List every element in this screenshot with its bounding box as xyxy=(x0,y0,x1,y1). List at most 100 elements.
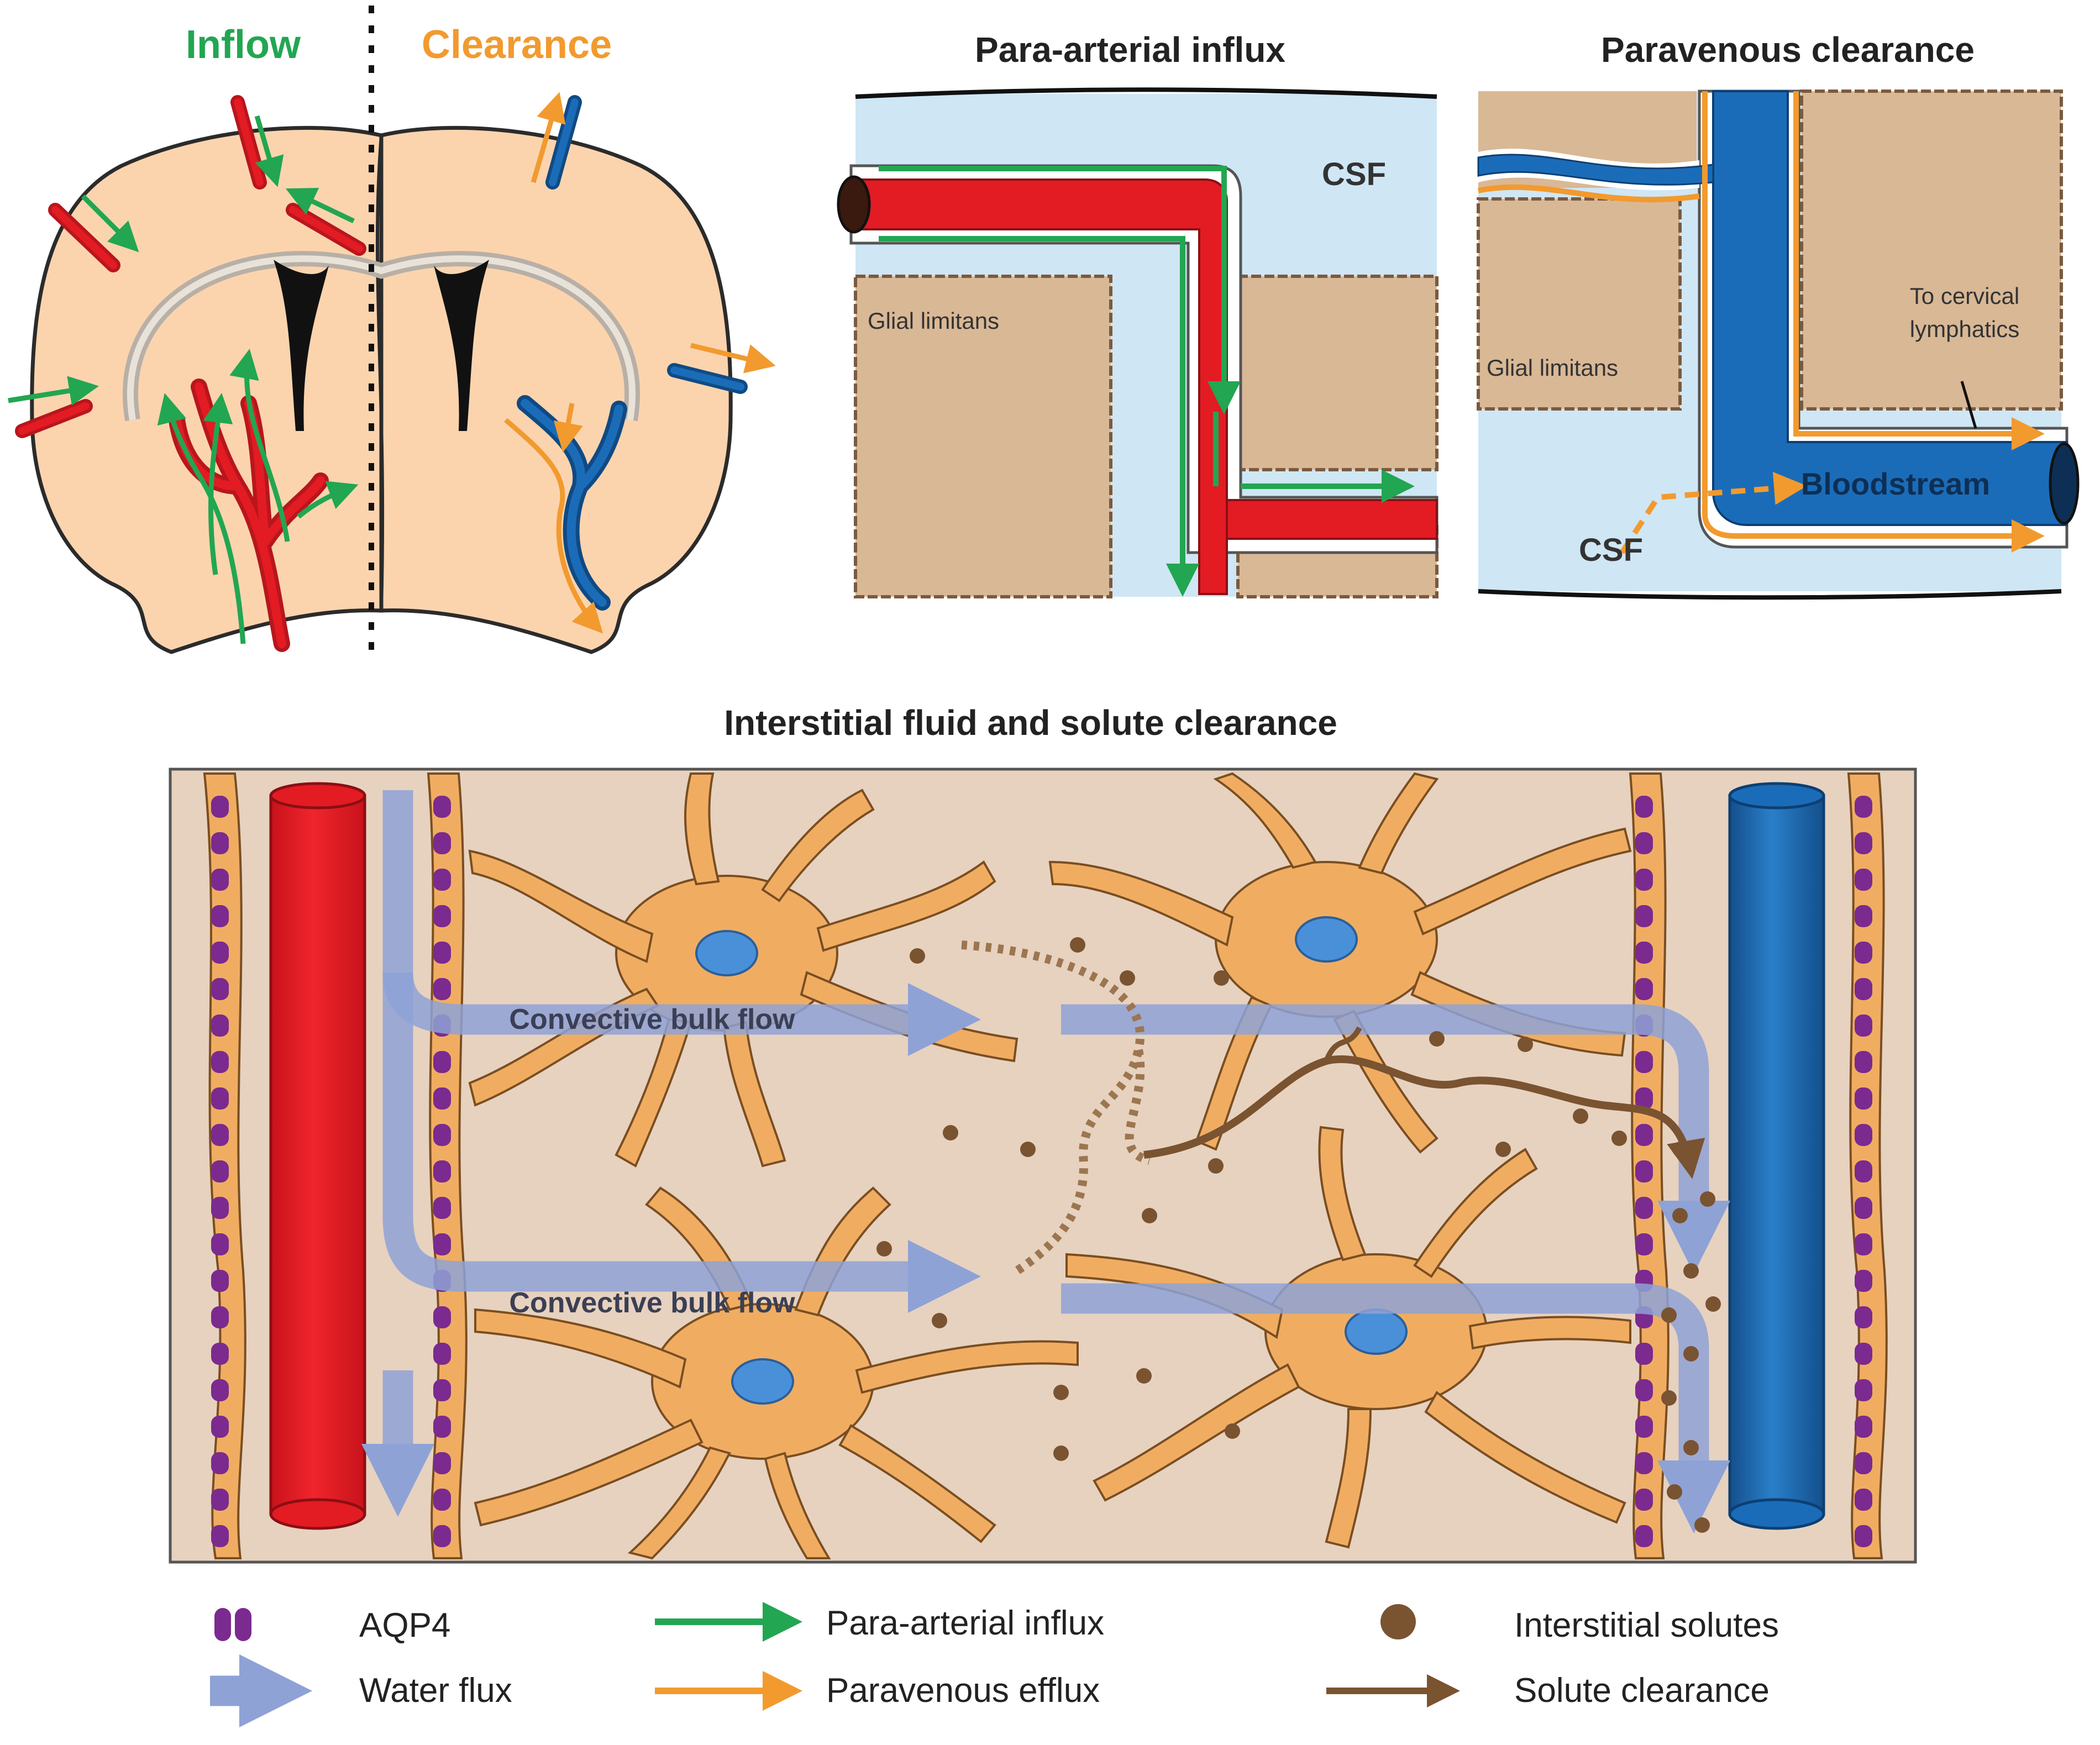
aqp4-channel xyxy=(433,869,451,891)
legend-efflux-label: Paravenous efflux xyxy=(826,1672,1100,1710)
aqp4-channel xyxy=(433,832,451,854)
aqp4-channel xyxy=(1855,796,1872,818)
clearance-label: Clearance xyxy=(422,23,612,67)
clearance-flow-arrows xyxy=(1478,91,2045,554)
aqp4-channel xyxy=(1635,832,1653,854)
aqp4-channel xyxy=(1635,1343,1653,1365)
solute-dot xyxy=(1700,1191,1715,1207)
para-arterial-influx-panel: Para-arterial influx CSF Glial limitans xyxy=(837,30,1439,598)
aqp4-channel xyxy=(433,1197,451,1219)
ventricle-right xyxy=(434,260,489,431)
brain-influx-arrows xyxy=(8,115,359,644)
solute-dot xyxy=(876,1241,892,1257)
aqp4-channel xyxy=(1855,1379,1872,1401)
solute-dot xyxy=(1573,1108,1588,1124)
aqp4-channel xyxy=(211,978,229,1000)
aqp4-channel xyxy=(211,1306,229,1328)
legend-solute-clearance: Solute clearance xyxy=(1326,1672,1770,1710)
legend-influx: Para-arterial influx xyxy=(655,1602,1104,1642)
aqp4-channel xyxy=(211,1197,229,1219)
legend-water-flux-label: Water flux xyxy=(359,1672,512,1710)
clearance-tissue-right xyxy=(1800,90,2063,411)
aqp4-channel xyxy=(211,905,229,927)
legend-influx-label: Para-arterial influx xyxy=(826,1604,1104,1642)
aqp4-channel xyxy=(211,1379,229,1401)
solute-dot xyxy=(943,1125,958,1140)
solute-dot xyxy=(1225,1423,1240,1439)
aqp4-channel xyxy=(211,869,229,891)
aqp4-channel xyxy=(211,1015,229,1037)
solute-dot xyxy=(1667,1484,1682,1500)
legend: AQP4 Water flux Para-arterial influx Par… xyxy=(210,1602,1779,1727)
solute-dot xyxy=(1070,937,1085,953)
solute-dot xyxy=(1020,1142,1036,1157)
aqp4-channel xyxy=(1855,1160,1872,1182)
solute-dot xyxy=(1142,1208,1157,1223)
brain-section: Inflow Clearance xyxy=(8,6,776,658)
aqp4-channel xyxy=(211,1452,229,1474)
aqp4-channel xyxy=(211,796,229,818)
solute-dot xyxy=(1661,1307,1677,1323)
influx-tissue-left xyxy=(854,275,1112,598)
aqp4-channel xyxy=(211,1233,229,1255)
aqp4-channel xyxy=(1635,1197,1653,1219)
interstitial-solutes xyxy=(876,937,1721,1533)
solute-pathway-dotted xyxy=(961,940,1151,1275)
solute-dot xyxy=(1136,1368,1152,1384)
solute-dot xyxy=(1053,1446,1069,1461)
aqp4-channel xyxy=(1855,1525,1872,1547)
aqp4-channel xyxy=(1635,1087,1653,1110)
aqp4-channel xyxy=(1635,905,1653,927)
aqp4-channel xyxy=(433,796,451,818)
aqp4-channel xyxy=(1635,978,1653,1000)
aqp4-channel xyxy=(433,1343,451,1365)
aqp4-channel xyxy=(1635,1160,1653,1182)
aqp4-channel xyxy=(1635,1452,1653,1474)
aqp4-channel xyxy=(211,1270,229,1292)
aqp4-channel xyxy=(1855,1015,1872,1037)
solute-dot xyxy=(1611,1131,1627,1146)
solute-dot xyxy=(1683,1263,1699,1279)
aqp4-channel xyxy=(1855,1452,1872,1474)
aqp4-channel xyxy=(433,978,451,1000)
lymph-label-line1: To cervical xyxy=(1910,283,2019,309)
aqp4-channel xyxy=(211,1489,229,1511)
aqp4-channel xyxy=(211,1416,229,1438)
aqp4-channel xyxy=(1635,796,1653,818)
influx-csf-label: CSF xyxy=(1322,156,1386,192)
aqp4-channel xyxy=(211,1343,229,1365)
flow-label-bottom: Convective bulk flow xyxy=(509,1287,795,1319)
aqp4-channel xyxy=(1635,942,1653,964)
astrocyte-nuclei xyxy=(695,916,1408,1405)
clearance-csf-label: CSF xyxy=(1579,532,1643,568)
aqp4-channel xyxy=(211,832,229,854)
legend-efflux: Paravenous efflux xyxy=(655,1671,1100,1711)
influx-tissue-right xyxy=(1236,275,1439,471)
aqp4-channel xyxy=(1855,1343,1872,1365)
aqp4-channel xyxy=(433,1233,451,1255)
solute-dot xyxy=(1053,1385,1069,1400)
legend-aqp4: AQP4 xyxy=(214,1606,450,1644)
aqp4-channel xyxy=(433,1306,451,1328)
aqp4-channel xyxy=(1635,1124,1653,1146)
aqp4-channel xyxy=(433,1452,451,1474)
aqp4-channel xyxy=(211,942,229,964)
interstitial-vein xyxy=(1728,782,1825,1530)
aqp4-channel xyxy=(1855,1306,1872,1328)
brain-arteries xyxy=(15,95,366,652)
clearance-glial-label: Glial limitans xyxy=(1487,355,1618,381)
aqp4-channel xyxy=(433,1087,451,1110)
aqp4-channel xyxy=(1635,1379,1653,1401)
water-flux-arrows xyxy=(361,790,1731,1534)
solute-dot xyxy=(932,1313,947,1328)
interstitial-title: Interstitial fluid and solute clearance xyxy=(724,703,1337,743)
solute-dot xyxy=(1208,1158,1224,1174)
legend-solutes-label: Interstitial solutes xyxy=(1514,1606,1779,1644)
aqp4-channel xyxy=(1635,1233,1653,1255)
influx-panel-title: Para-arterial influx xyxy=(975,30,1285,70)
legend-solutes: Interstitial solutes xyxy=(1380,1604,1779,1644)
clearance-panel-title: Paravenous clearance xyxy=(1601,30,1975,70)
aqp4-channel xyxy=(1855,1197,1872,1219)
ventricle-left xyxy=(274,260,329,431)
